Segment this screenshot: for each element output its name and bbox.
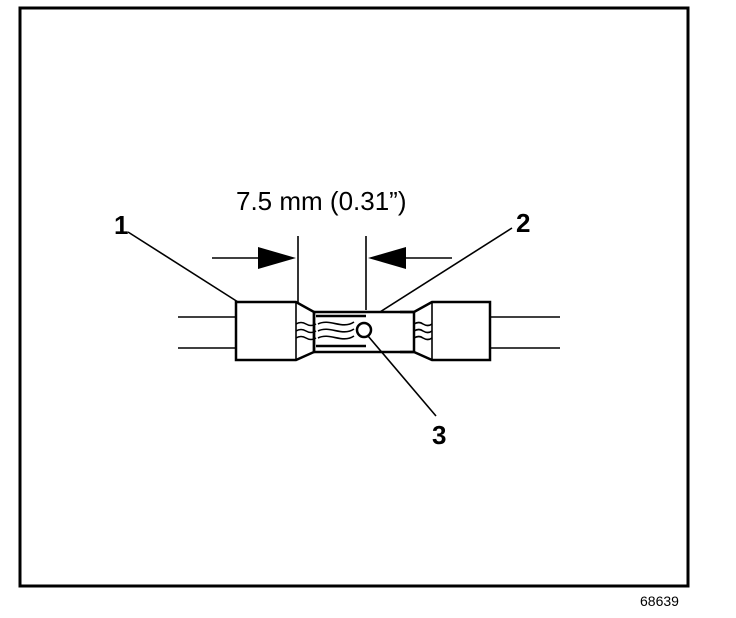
conductor-in-barrel [317, 321, 355, 340]
dimension-arrow-left [212, 247, 296, 269]
inspection-hole [355, 321, 373, 339]
leader-line-3 [367, 335, 437, 417]
heat-shrink-sleeve-left [234, 300, 316, 362]
callout-1: 1 [114, 210, 128, 240]
figure-id: 68639 [640, 593, 679, 609]
diagram-frame [18, 6, 690, 588]
dimension-label: 7.5 mm (0.31”) [236, 186, 407, 216]
callout-3: 3 [432, 420, 446, 450]
leader-line-2 [379, 227, 513, 313]
leader-line-1 [127, 231, 239, 303]
wire-strands-right [413, 321, 433, 341]
dimension-arrow-right [368, 247, 452, 269]
wire-right [490, 316, 560, 349]
heat-shrink-sleeve-right [400, 300, 492, 362]
wire-left [178, 316, 236, 349]
callout-2: 2 [516, 208, 530, 238]
